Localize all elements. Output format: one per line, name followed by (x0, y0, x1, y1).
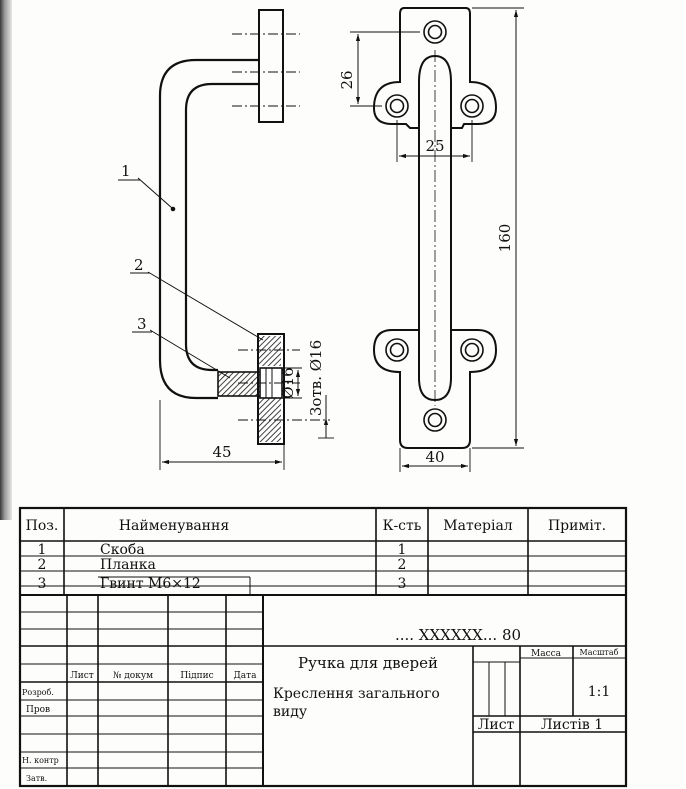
scale-label: Масштаб (580, 648, 619, 657)
dim-40: 40 (425, 448, 444, 466)
row-1-name: Скоба (100, 542, 145, 558)
mass-label: Масса (531, 649, 562, 659)
row-2-qty: 2 (398, 557, 407, 573)
callout-1: 1 (121, 162, 131, 180)
row-checked: Пров (26, 705, 50, 715)
row-2-name: Планка (100, 557, 156, 573)
sheets-count: Листів 1 (541, 717, 603, 733)
col-doc-number: № докум (113, 671, 153, 681)
row-3-pos: 3 (38, 576, 47, 592)
side-view (118, 9, 334, 470)
scale-value: 1:1 (588, 684, 611, 700)
callout-3: 3 (137, 315, 147, 333)
drawing-type-line1: Креслення загального (273, 686, 440, 702)
row-1-pos: 1 (38, 542, 47, 558)
row-3-qty: 3 (398, 576, 407, 592)
spec-table-grid (18, 506, 628, 788)
dim-45: 45 (212, 443, 231, 461)
row-norm-control: Н. контр (22, 756, 59, 765)
col-list: Лист (70, 671, 94, 681)
col-signature: Підпис (180, 671, 213, 681)
row-developed: Розроб. (22, 688, 54, 697)
row-approved: Затв. (26, 774, 47, 783)
header-material: Матеріал (443, 518, 512, 534)
row-2-pos: 2 (38, 557, 47, 573)
dim-26: 26 (338, 70, 356, 89)
header-note: Приміт. (548, 518, 606, 534)
dim-holes: 3отв. Ø16 (307, 340, 325, 416)
header-qty: К-сть (383, 518, 422, 534)
scan-shadow (0, 0, 12, 520)
document-code: .... XXXXXX... 80 (395, 626, 521, 644)
front-view (350, 7, 524, 472)
header-pos: Поз. (26, 518, 59, 534)
row-1-qty: 1 (398, 542, 407, 558)
title-block-grid (20, 595, 626, 786)
callout-2: 2 (134, 256, 144, 274)
dim-25: 25 (425, 137, 444, 155)
dim-diameter-16: Ø16 (279, 367, 297, 398)
product-title: Ручка для дверей (298, 654, 438, 672)
dim-160: 160 (496, 224, 514, 253)
row-3-name: Гвинт М6×12 (100, 576, 201, 592)
drawing-type-line2: виду (273, 704, 308, 720)
col-date: Дата (233, 671, 257, 681)
sheet-label: Лист (478, 717, 515, 733)
header-name: Найменування (119, 518, 230, 534)
